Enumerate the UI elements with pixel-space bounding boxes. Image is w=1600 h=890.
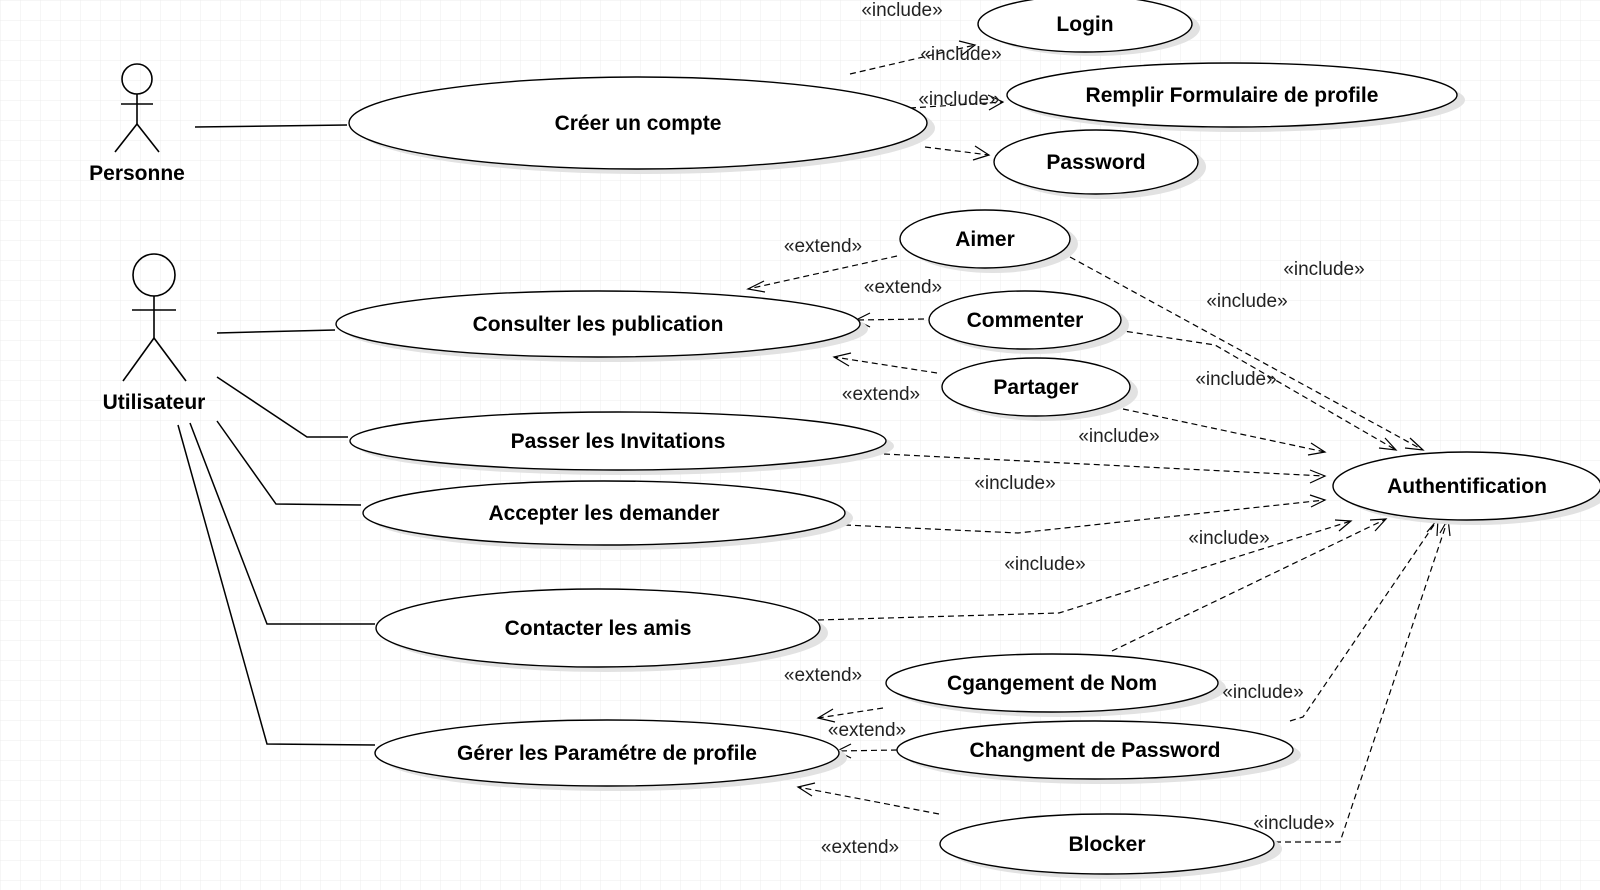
use-case-label: Authentification	[1387, 475, 1547, 498]
use-case-changement-password[interactable]: Changment de Password	[896, 720, 1301, 784]
use-case-label: Gérer les Paramétre de profile	[457, 742, 757, 765]
arrowhead-extend-aimer	[746, 280, 766, 293]
use-case-creer-compte[interactable]: Créer un compte	[348, 76, 935, 174]
assoc-utilisateur-passer-invitations	[216, 376, 348, 438]
include-creer-remplir	[909, 101, 1004, 109]
stereotype-labels: «include» «include» «include» «extend» «…	[784, 0, 1365, 858]
actor-label-personne: Personne	[89, 162, 185, 185]
use-case-label: Cgangement de Nom	[947, 672, 1157, 695]
use-case-label: Consulter les publication	[473, 313, 724, 336]
actor-label-utilisateur: Utilisateur	[103, 391, 206, 414]
include-partager-auth	[1122, 408, 1326, 453]
use-case-blocker[interactable]: Blocker	[939, 813, 1282, 879]
use-case-partager[interactable]: Partager	[941, 357, 1138, 421]
arrowhead-login	[958, 40, 977, 56]
use-case-label: Changment de Password	[970, 739, 1221, 762]
extend-blocker-gerer	[797, 786, 940, 815]
arrowhead-extend-blocker	[796, 782, 816, 797]
use-case-commenter[interactable]: Commenter	[928, 290, 1129, 354]
stick-figure-icon	[122, 253, 187, 382]
assoc-utilisateur-gerer	[177, 424, 376, 746]
stereotype-include: «include»	[1004, 554, 1085, 575]
arrowhead-changement-nom-auth	[1369, 518, 1388, 532]
include-creer-login	[849, 44, 976, 75]
use-case-label: Créer un compte	[555, 112, 722, 135]
use-case-consulter-publication[interactable]: Consulter les publication	[335, 290, 868, 362]
use-case-authentification[interactable]: Authentification	[1332, 451, 1600, 525]
include-changement-password-auth	[1289, 518, 1439, 722]
include-aimer-auth	[1069, 256, 1424, 451]
use-case-label: Login	[1056, 13, 1113, 36]
include-contacter-auth	[817, 520, 1352, 621]
use-case-label: Accepter les demander	[488, 502, 719, 525]
use-case-label: Blocker	[1068, 833, 1145, 856]
stereotype-include: «include»	[861, 0, 942, 21]
assoc-utilisateur-contacter	[189, 422, 375, 625]
arrowhead-password	[972, 145, 991, 161]
arrowhead-aimer-auth	[1404, 437, 1425, 451]
stereotype-include: «include»	[1222, 682, 1303, 703]
arrowhead-accepter-auth	[1309, 494, 1327, 508]
stereotype-extend: «extend»	[784, 236, 862, 257]
assoc-personne-creer-compte	[194, 124, 348, 128]
use-case-label: Commenter	[967, 309, 1084, 332]
use-case-label: Partager	[993, 376, 1078, 399]
stereotype-include: «include»	[1283, 259, 1364, 280]
use-case-label: Aimer	[955, 228, 1015, 251]
stick-figure-icon	[114, 63, 160, 153]
stereotype-extend: «extend»	[828, 720, 906, 741]
stereotype-extend: «extend»	[842, 384, 920, 405]
use-case-contacter-amis[interactable]: Contacter les amis	[375, 588, 828, 672]
stereotype-include: «include»	[974, 473, 1055, 494]
use-case-label: Remplir Formulaire de profile	[1086, 84, 1379, 107]
arrowhead-passer-auth	[1309, 469, 1327, 484]
extend-aimer-consulter	[747, 255, 898, 290]
associations	[177, 124, 376, 746]
stereotype-include: «include»	[1195, 369, 1276, 390]
stereotype-include: «include»	[1253, 813, 1334, 834]
stereotype-extend: «extend»	[864, 277, 942, 298]
arrowhead-commenter-auth	[1378, 437, 1398, 451]
use-case-accepter-demander[interactable]: Accepter les demander	[362, 480, 853, 550]
stereotype-include: «include»	[920, 44, 1001, 65]
use-case-aimer[interactable]: Aimer	[899, 209, 1078, 273]
use-case-label: Passer les Invitations	[511, 430, 726, 453]
stereotype-extend: «extend»	[821, 837, 899, 858]
include-creer-password	[924, 146, 990, 156]
stereotype-extend: «extend»	[784, 665, 862, 686]
use-case-passer-invitations[interactable]: Passer les Invitations	[349, 411, 894, 475]
arrowhead-extend-nom	[816, 708, 836, 723]
use-case-changement-nom[interactable]: Cgangement de Nom	[885, 653, 1226, 717]
use-case-remplir-formulaire[interactable]: Remplir Formulaire de profile	[1006, 62, 1465, 132]
assoc-utilisateur-consulter	[216, 329, 336, 334]
include-accepter-auth	[844, 499, 1326, 534]
include-changement-nom-auth	[1111, 518, 1387, 652]
arrowhead-contacter-auth	[1334, 519, 1353, 532]
arrowhead-partager-auth	[1307, 442, 1327, 456]
use-case-label: Password	[1046, 151, 1145, 174]
stereotype-include: «include»	[1188, 528, 1269, 549]
assoc-utilisateur-accepter	[216, 420, 362, 506]
stereotype-include: «include»	[918, 89, 999, 110]
extend-nom-gerer	[817, 707, 884, 719]
actor-utilisateur[interactable]: Utilisateur	[103, 253, 206, 414]
stereotype-include: «include»	[1206, 291, 1287, 312]
use-case-password[interactable]: Password	[993, 129, 1206, 199]
include-commenter-auth	[1116, 329, 1397, 451]
use-case-gerer-parametre[interactable]: Gérer les Paramétre de profile	[374, 719, 847, 791]
include-blocker-auth	[1275, 518, 1449, 843]
dependencies	[746, 40, 1451, 843]
actor-personne[interactable]: Personne	[89, 63, 185, 185]
arrowhead-extend-partager	[832, 352, 852, 367]
extend-password-gerer	[836, 749, 898, 752]
use-case-label: Contacter les amis	[505, 617, 692, 640]
arrowhead-remplir	[987, 94, 1005, 111]
extend-commenter-consulter	[855, 318, 925, 321]
extend-partager-consulter	[833, 356, 938, 374]
use-case-login[interactable]: Login	[977, 0, 1200, 56]
include-passer-auth	[883, 453, 1326, 477]
stereotype-include: «include»	[1078, 426, 1159, 447]
